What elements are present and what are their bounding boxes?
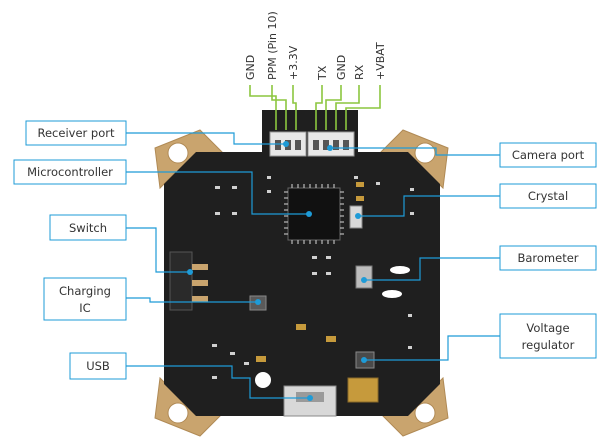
camera-port-label: Camera port bbox=[512, 148, 585, 162]
leader-lines bbox=[126, 132, 500, 399]
capacitor bbox=[347, 377, 379, 403]
pin-tx: TX bbox=[316, 65, 329, 81]
smd-small-caps bbox=[256, 182, 364, 362]
pin-3v3: +3.3V bbox=[287, 45, 300, 80]
microcontroller-label: Microcontroller bbox=[27, 165, 113, 179]
barometer-box bbox=[499, 245, 597, 271]
pin-wires bbox=[249, 85, 381, 130]
microcontroller-box bbox=[13, 159, 127, 185]
voltage-regulator-label-line1: Voltage bbox=[526, 321, 569, 335]
receiver-port-label: Receiver port bbox=[38, 126, 115, 140]
charging-ic-box bbox=[43, 277, 127, 321]
receiver-port-box bbox=[25, 120, 127, 146]
barometer-pad-top bbox=[390, 266, 410, 274]
usb-box bbox=[69, 352, 127, 380]
smd-parts bbox=[212, 176, 414, 379]
charging-ic-label-line2: IC bbox=[79, 301, 90, 315]
voltage-regulator-label-line2: regulator bbox=[522, 338, 575, 352]
camera-port-connector bbox=[307, 131, 355, 157]
usb-label: USB bbox=[86, 359, 110, 373]
barometer-label: Barometer bbox=[517, 251, 578, 265]
switch-box bbox=[49, 214, 127, 241]
leader-dots bbox=[187, 141, 367, 401]
charging-ic-label-line1: Charging bbox=[59, 284, 111, 298]
crystal-label: Crystal bbox=[528, 189, 568, 203]
camera-port-box bbox=[499, 142, 597, 168]
pin-gnd-left: GND bbox=[244, 55, 257, 80]
pin-gnd-right: GND bbox=[335, 55, 348, 80]
barometer-pad-bottom bbox=[382, 290, 402, 298]
pin-rx: RX bbox=[353, 64, 366, 80]
switch-label: Switch bbox=[69, 221, 107, 235]
crystal-box bbox=[499, 183, 597, 209]
voltage-regulator-box bbox=[499, 313, 597, 359]
white-dot-component bbox=[255, 372, 271, 388]
pin-ppm: PPM (Pin 10) bbox=[266, 11, 279, 80]
pin-vbat: +VBAT bbox=[374, 42, 387, 80]
switch-component bbox=[169, 251, 208, 311]
